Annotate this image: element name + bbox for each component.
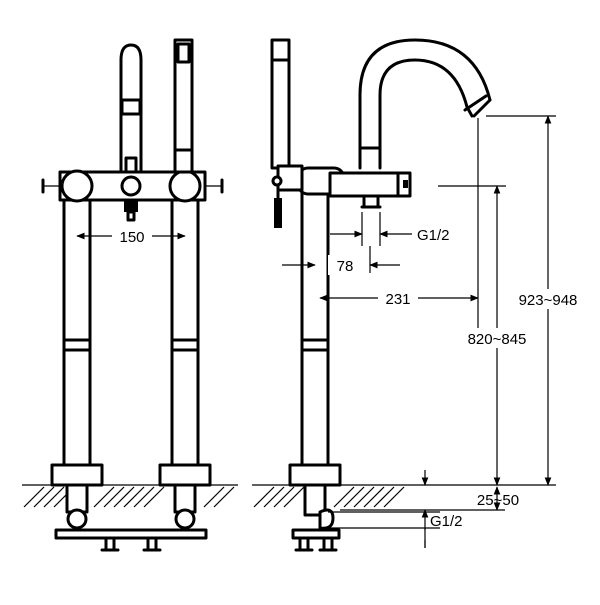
dim-25-50: 25~50 <box>340 470 519 530</box>
front-view: 150 <box>22 38 238 552</box>
dim-820-845: 820~845 <box>438 185 532 486</box>
dim-150-label: 150 <box>119 229 144 246</box>
front-hand-shower <box>173 38 194 174</box>
dim-g12-top-label: G1/2 <box>417 227 450 244</box>
side-view: G1/2 78 231 820~845 <box>252 38 584 552</box>
dim-231-label: 231 <box>385 291 410 308</box>
dim-78: 78 <box>282 246 400 275</box>
dim-78-label: 78 <box>337 258 354 275</box>
front-spout <box>119 43 143 174</box>
front-right-leg <box>158 188 212 530</box>
dim-g12-bottom-label: G1/2 <box>430 513 463 530</box>
dim-923-948-label: 923~948 <box>519 292 578 309</box>
front-inlet-plate <box>54 528 208 552</box>
side-floor-hatch <box>252 484 415 508</box>
front-left-leg <box>50 188 104 530</box>
dim-820-845-label: 820~845 <box>468 331 527 348</box>
dim-923-948: 923~948 <box>415 115 584 486</box>
front-body-crossbar <box>41 169 224 222</box>
dim-25-50-label: 25~50 <box>477 492 519 509</box>
front-floor-hatch <box>22 484 238 508</box>
dim-g12-bottom: G1/2 <box>328 511 463 548</box>
dim-150: 150 <box>76 226 186 246</box>
side-column <box>288 188 342 552</box>
dim-231: 231 <box>319 118 479 330</box>
side-spout <box>358 38 492 170</box>
side-hand-shower <box>270 38 304 228</box>
dim-g12-top: G1/2 <box>330 212 450 246</box>
